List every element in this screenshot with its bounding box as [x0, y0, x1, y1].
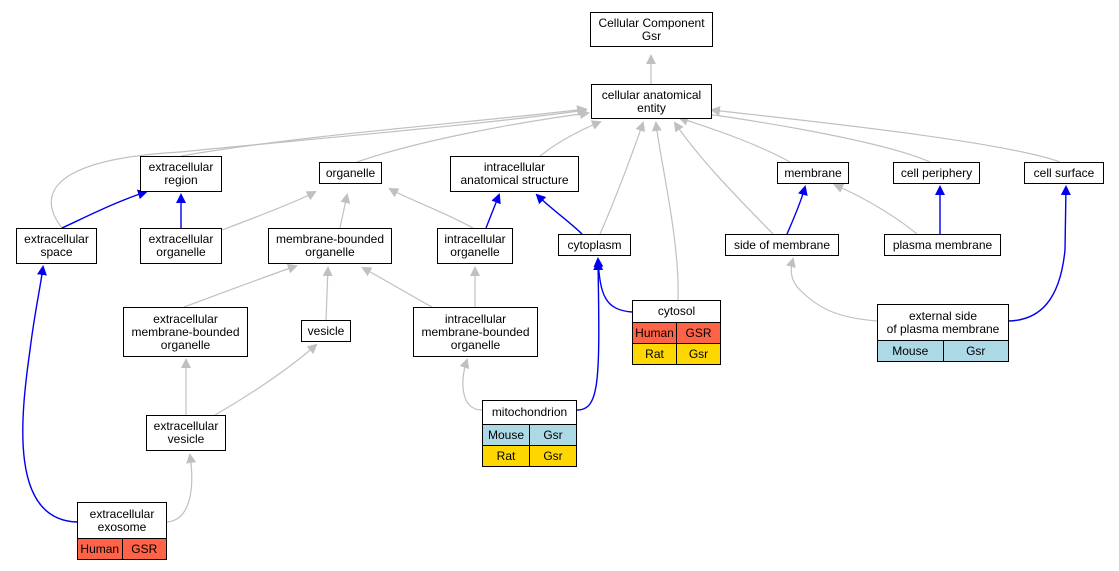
node-label: cell surface — [1033, 165, 1095, 180]
edge-gray — [221, 191, 317, 231]
edge-gray — [214, 343, 318, 416]
gene-cell: Gsr — [529, 446, 576, 466]
edge-blue — [593, 257, 633, 313]
node-extracellular-mb-organelle[interactable]: extracellular membrane-bounded organelle — [123, 307, 248, 357]
gene-cell: Gsr — [676, 344, 720, 364]
edge-blue — [1008, 185, 1071, 322]
edge-blue — [576, 260, 604, 411]
node-label: vesicle — [307, 323, 345, 338]
edge-gray — [356, 109, 590, 163]
node-extracellular-vesicle[interactable]: extracellular vesicle — [146, 415, 226, 451]
node-membrane[interactable]: membrane — [777, 162, 849, 184]
node-cellular-component[interactable]: Cellular Component Gsr — [590, 12, 713, 47]
edge-gray — [180, 105, 587, 157]
species-cell: Human — [635, 325, 674, 340]
edge-gray — [388, 188, 474, 229]
edge-gray — [833, 183, 918, 235]
node-membrane-bounded-organelle[interactable]: membrane-bounded organelle — [268, 228, 392, 264]
node-intracellular-organelle[interactable]: intracellular organelle — [437, 228, 513, 264]
node-extracellular-organelle[interactable]: extracellular organelle — [140, 228, 222, 264]
node-label: extracellular exosome — [89, 506, 155, 534]
node-extracellular-space[interactable]: extracellular space — [16, 228, 97, 264]
edge-gray — [50, 106, 588, 229]
node-cell-periphery[interactable]: cell periphery — [893, 162, 980, 184]
edge-blue — [535, 193, 583, 235]
node-organelle[interactable]: organelle — [319, 162, 382, 184]
node-label: cellular anatomical entity — [601, 87, 702, 115]
node-label: intracellular anatomical structure — [460, 160, 569, 187]
node-extracellular-region[interactable]: extracellular region — [140, 156, 222, 192]
species-cell: Mouse — [487, 427, 525, 442]
node-label: membrane-bounded organelle — [275, 232, 385, 259]
gene-cell: Gsr — [529, 425, 576, 445]
node-label: cytosol — [657, 304, 696, 318]
edge-gray — [361, 267, 433, 308]
node-label: cell periphery — [900, 165, 973, 180]
node-label: extracellular organelle — [148, 232, 214, 259]
edge-gray — [673, 121, 774, 235]
node-label: Cellular Component Gsr — [598, 15, 705, 43]
edge-gray — [166, 453, 197, 523]
annotation-row: Mouse Gsr — [878, 340, 1008, 361]
node-label: extracellular membrane-bounded organelle — [131, 311, 240, 352]
edge-gray — [698, 109, 931, 163]
edge-blue — [786, 185, 808, 235]
node-label: organelle — [325, 165, 376, 180]
species-cell: Mouse — [892, 343, 929, 358]
node-vesicle[interactable]: vesicle — [301, 320, 351, 342]
edge-gray — [339, 193, 351, 229]
node-label: cytoplasm — [567, 237, 622, 252]
node-label: side of membrane — [733, 237, 831, 252]
node-label: intracellular membrane-bounded organelle — [421, 311, 530, 352]
edge-gray — [710, 105, 1061, 163]
edge-gray — [786, 257, 878, 322]
gene-cell: GSR — [676, 323, 720, 343]
species-cell: Human — [80, 541, 120, 556]
edge-gray — [599, 121, 646, 235]
node-label: mitochondrion — [491, 405, 568, 419]
gene-cell: Gsr — [942, 341, 1009, 361]
edge-gray — [651, 121, 679, 301]
node-label: intracellular organelle — [444, 232, 506, 259]
node-cytoplasm[interactable]: cytoplasm — [558, 234, 631, 256]
annotation-row: Mouse Gsr — [483, 424, 576, 445]
edge-blue — [485, 193, 501, 229]
edge-blue — [61, 189, 148, 229]
node-label: extracellular region — [148, 160, 214, 187]
annotation-row: Rat Gsr — [483, 445, 576, 466]
node-label: extracellular vesicle — [153, 419, 219, 446]
node-plasma-membrane[interactable]: plasma membrane — [884, 234, 1001, 256]
species-cell: Rat — [496, 448, 516, 463]
edge-gray — [678, 115, 791, 163]
edge-gray — [459, 358, 483, 411]
annotation-row: Rat Gsr — [633, 343, 720, 364]
edge-gray — [539, 120, 602, 157]
edge-gray — [322, 266, 333, 321]
gene-cell: GSR — [121, 539, 167, 559]
edge-gray — [183, 263, 298, 308]
node-intracellular-anatomical-structure[interactable]: intracellular anatomical structure — [450, 156, 579, 192]
node-side-of-membrane[interactable]: side of membrane — [725, 234, 839, 256]
node-intracellular-mb-organelle[interactable]: intracellular membrane-bounded organelle — [413, 307, 538, 357]
node-cellular-anatomical-entity[interactable]: cellular anatomical entity — [591, 84, 712, 119]
node-label: plasma membrane — [892, 237, 993, 252]
species-cell: Rat — [645, 346, 664, 361]
node-cell-surface[interactable]: cell surface — [1024, 162, 1104, 184]
node-label: extracellular space — [24, 232, 89, 259]
edge-blue — [22, 265, 78, 523]
node-label: membrane — [784, 165, 842, 180]
node-label: external side of plasma membrane — [886, 308, 1000, 336]
